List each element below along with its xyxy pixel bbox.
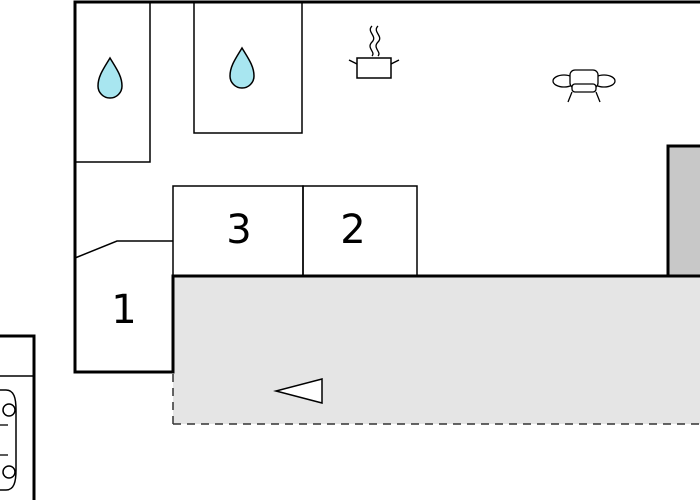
sofa-icon [552,69,616,103]
car-icon [0,389,17,491]
adjacent-building [666,144,700,278]
water-drop-icon [97,56,123,99]
bathroom-right [193,1,303,134]
room-2-number: 2 [340,207,365,253]
room-3-number: 3 [226,207,251,253]
parking-area [0,334,36,500]
room-1-number: 1 [111,287,136,333]
bathroom-left [74,1,151,163]
terrace-area [172,276,700,425]
cooking-pot-icon [348,25,400,79]
water-drop-icon [229,46,255,89]
entrance-arrow-icon [273,378,323,404]
room-1-divider [74,240,173,259]
room-2-outline [302,185,418,277]
